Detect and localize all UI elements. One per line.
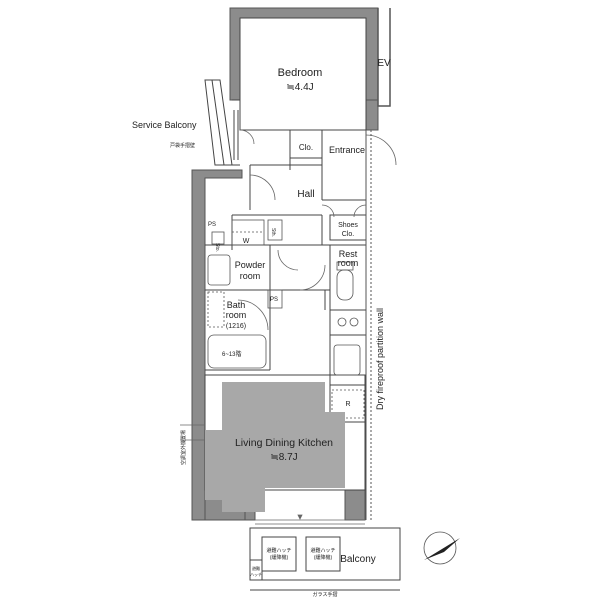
ps-label-2: PS [270, 297, 278, 303]
fixtures [207, 219, 365, 419]
closet-label: Clo. [299, 143, 313, 152]
service-handrail-label: 戸袋手摺壁 [170, 142, 195, 149]
w-label: W [243, 238, 250, 245]
bath-room-label-2: room [226, 310, 247, 320]
ev-label: EV [377, 58, 391, 69]
compass-icon [423, 531, 460, 565]
entrance-label: Entrance [329, 145, 365, 155]
shoes-closet-label-1: Shoes [338, 222, 358, 229]
balcony-label: Balcony [340, 554, 376, 565]
hall-label: Hall [297, 189, 314, 200]
r-label: R [345, 401, 350, 408]
rest-room-label-1: Rest [339, 249, 358, 259]
door-swings [237, 129, 397, 331]
bath-heater-label: 6~13階 [222, 350, 242, 358]
labels: Bedroom ≒4.4J EV Service Balcony 戸袋手摺壁 C… [132, 58, 391, 598]
balcony-small-b: ハッチ [250, 572, 262, 577]
glass-handrail-label: ガラス手摺 [313, 591, 338, 598]
balcony-hatch-1-b: (緩降機) [270, 554, 289, 561]
ldk-room [205, 382, 345, 512]
balcony-hatch-2-b: (緩降機) [314, 554, 333, 561]
bath-room-label-1: Bath [227, 300, 246, 310]
ldk-label: Living Dining Kitchen [235, 437, 333, 449]
shoes-closet-label-2: Clo. [342, 231, 355, 238]
fireproof-wall-label: Dry fireproof partition wall [375, 308, 385, 410]
windows [180, 424, 365, 525]
service-balcony-label: Service Balcony [132, 120, 197, 130]
bath-room-label-3: (1216) [226, 323, 246, 330]
powder-room-label-2: room [240, 271, 261, 281]
rest-room-label-2: room [338, 258, 359, 268]
ps-label-1: PS [208, 222, 216, 228]
bedroom-label: Bedroom [278, 67, 323, 79]
bedroom-area: ≒4.4J [286, 82, 313, 93]
sto-label: Sto. [214, 243, 220, 252]
balcony-hatch-1-a: 避難ハッチ [266, 547, 291, 554]
bedroom-room [239, 17, 367, 131]
ev-shaft [377, 8, 391, 107]
fireproof-wall [365, 130, 372, 520]
sth-label: Sth. [270, 228, 276, 237]
service-balcony-area [204, 79, 240, 166]
balcony-small-a: 避難 [252, 565, 260, 571]
ldk-area: ≒8.7J [270, 452, 297, 463]
powder-room-label-1: Powder [235, 260, 266, 270]
side-note-label: 空調室外機置場 [180, 430, 187, 465]
balcony-area [249, 527, 401, 591]
balcony-hatch-2-a: 避難ハッチ [310, 547, 335, 554]
